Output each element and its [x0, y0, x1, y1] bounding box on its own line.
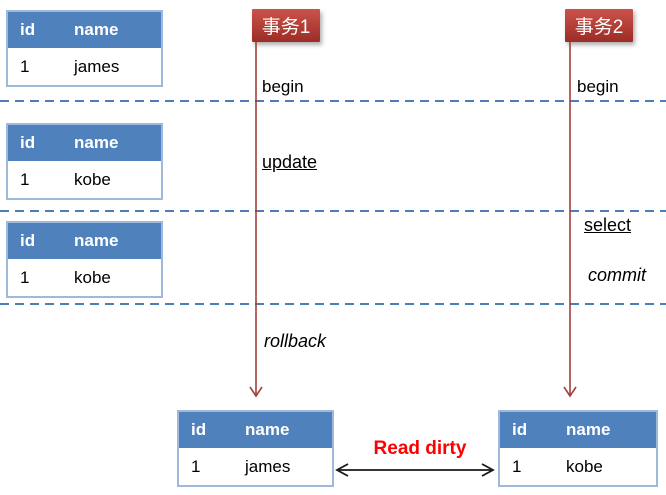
- tx2-event-begin: begin: [577, 77, 619, 96]
- cell-id: 1: [20, 267, 30, 287]
- table-header-row: id name: [179, 412, 332, 448]
- cell-id: 1: [20, 169, 30, 189]
- table-row: 1 kobe: [500, 448, 656, 485]
- table-db-state-during-select: id name 1 kobe: [6, 221, 163, 298]
- table-row: 1 james: [179, 448, 332, 485]
- tx2-label: 事务2: [574, 17, 624, 38]
- column-header-id: id: [512, 420, 528, 439]
- tx2-event-select: select: [584, 215, 632, 235]
- phase-separator-2: [0, 210, 666, 212]
- column-header-name: name: [566, 420, 611, 439]
- column-header-id: id: [20, 20, 36, 39]
- read-dirty-double-arrow: [335, 463, 495, 477]
- phase-separator-3: [0, 303, 666, 305]
- tx2-timeline-arrow: [563, 42, 577, 398]
- tx1-label-box: 事务1: [252, 9, 320, 42]
- column-header-id: id: [191, 420, 207, 439]
- tx1-label: 事务1: [261, 17, 311, 38]
- column-header-name: name: [74, 133, 119, 152]
- table-row: 1 kobe: [8, 161, 161, 198]
- table-db-state-initial: id name 1 james: [6, 10, 163, 87]
- column-header-name: name: [74, 20, 119, 39]
- cell-name: kobe: [74, 267, 111, 287]
- table-header-row: id name: [8, 223, 161, 259]
- cell-name: james: [245, 456, 291, 476]
- tx1-event-update: update: [262, 152, 318, 172]
- tx1-event-rollback: rollback: [264, 331, 327, 351]
- tx1-event-begin: begin: [262, 77, 304, 96]
- cell-id: 1: [20, 56, 30, 76]
- table-tx2-read-result: id name 1 kobe: [498, 410, 658, 487]
- column-header-id: id: [20, 231, 36, 250]
- read-dirty-label: Read dirty: [373, 438, 467, 459]
- phase-separator-1: [0, 100, 666, 102]
- column-header-name: name: [245, 420, 290, 439]
- cell-name: kobe: [566, 456, 603, 476]
- table-header-row: id name: [500, 412, 656, 448]
- cell-name: kobe: [74, 169, 111, 189]
- tx2-event-commit: commit: [588, 265, 646, 285]
- table-header-row: id name: [8, 12, 161, 48]
- table-header-row: id name: [8, 125, 161, 161]
- column-header-id: id: [20, 133, 36, 152]
- tx1-timeline-arrow: [249, 42, 263, 398]
- cell-name: james: [74, 56, 120, 76]
- table-row: 1 james: [8, 48, 161, 85]
- table-tx1-result-after-rollback: id name 1 james: [177, 410, 334, 487]
- cell-id: 1: [191, 456, 201, 476]
- table-db-state-after-update: id name 1 kobe: [6, 123, 163, 200]
- cell-id: 1: [512, 456, 522, 476]
- column-header-name: name: [74, 231, 119, 250]
- table-row: 1 kobe: [8, 259, 161, 296]
- tx2-label-box: 事务2: [565, 9, 633, 42]
